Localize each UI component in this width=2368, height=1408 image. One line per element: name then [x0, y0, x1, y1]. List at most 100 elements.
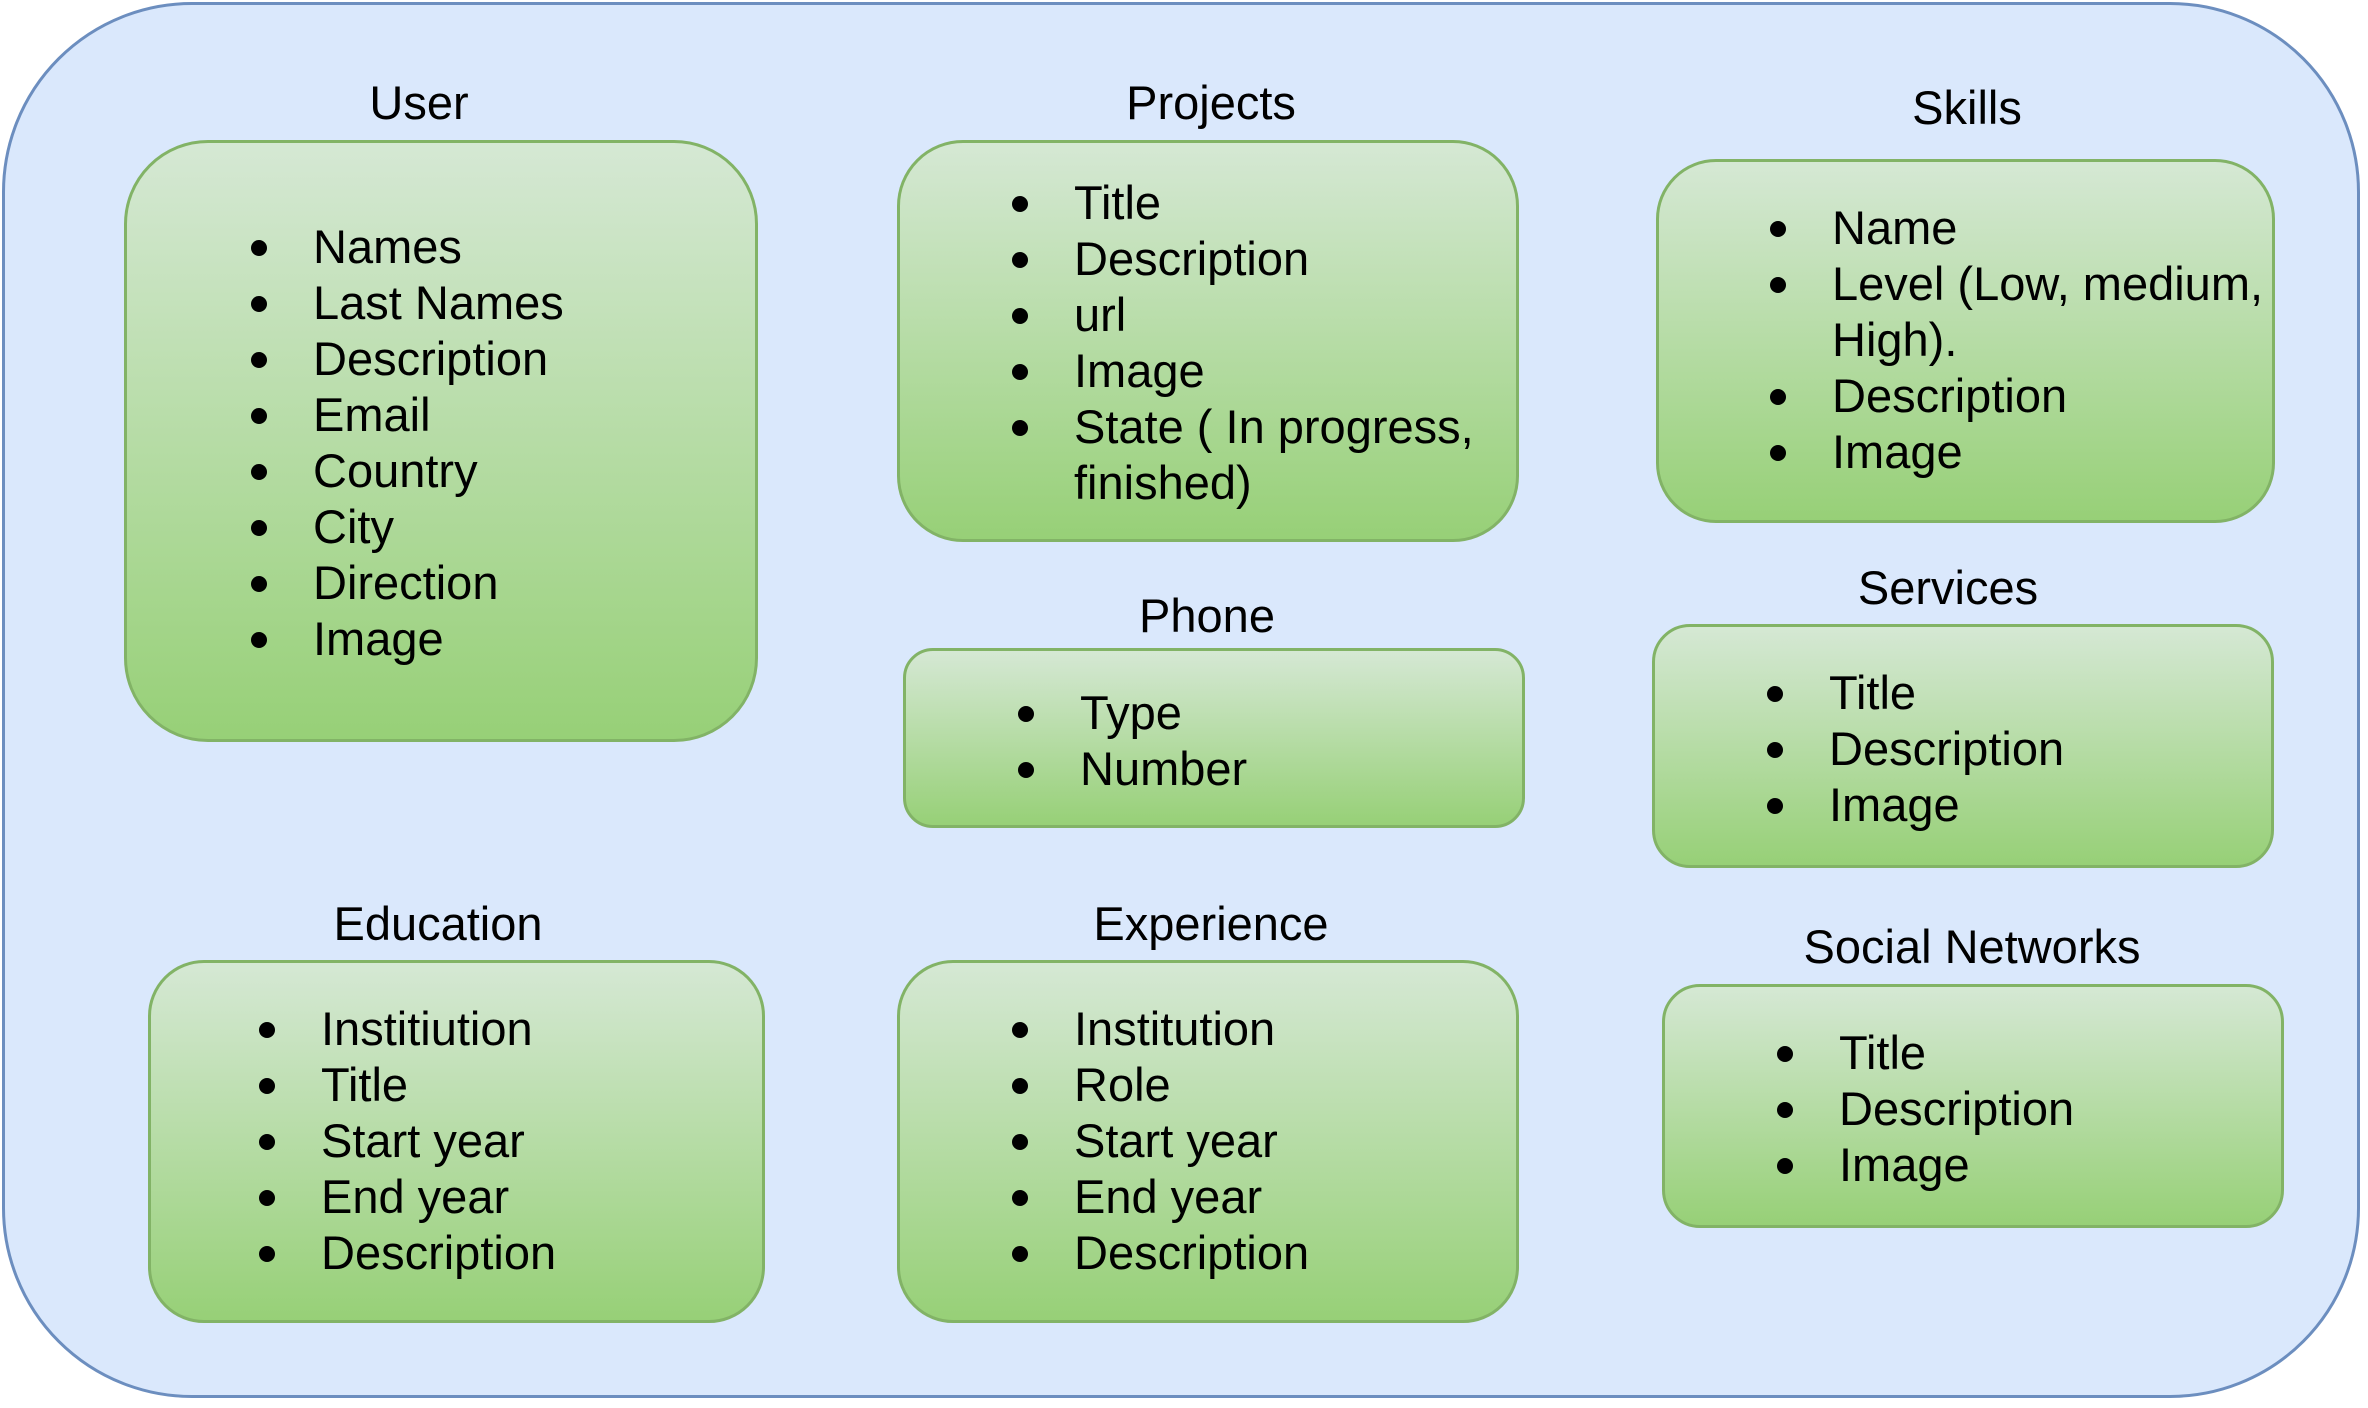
field-label: Names [313, 220, 462, 273]
list-item: Image [996, 343, 1474, 399]
bullet-icon [1012, 1190, 1028, 1206]
user-field-list: Names Last Names Description Email Count… [235, 219, 564, 667]
field-label: Description [1829, 722, 2065, 775]
list-item: Title [996, 175, 1474, 231]
list-item: Names [235, 219, 564, 275]
bullet-icon [251, 240, 267, 256]
bullet-icon [1777, 1046, 1793, 1062]
list-item: Title [243, 1057, 556, 1113]
field-label: Institution [1074, 1002, 1276, 1055]
field-label: Type [1080, 686, 1182, 739]
list-item: Last Names [235, 275, 564, 331]
list-item: End year [243, 1169, 556, 1225]
field-label: End year [1074, 1170, 1263, 1223]
list-item: Start year [243, 1113, 556, 1169]
field-label: End year [321, 1170, 510, 1223]
experience-field-list: Institution Role Start year End year Des… [996, 1001, 1309, 1281]
skills-field-list: Name Level (Low, medium, High). Descript… [1754, 200, 2263, 480]
field-label: Start year [1074, 1114, 1278, 1167]
list-item: Description [1751, 721, 2064, 777]
list-item: Title [1751, 665, 2064, 721]
field-label: Title [1839, 1026, 1927, 1079]
list-item: City [235, 499, 564, 555]
field-label: Country [313, 444, 478, 497]
field-label: Direction [313, 556, 499, 609]
list-item: Image [1751, 777, 2064, 833]
user-title: User [369, 76, 469, 129]
experience-title: Experience [1093, 897, 1329, 950]
field-label: Title [321, 1058, 409, 1111]
social-networks-title: Social Networks [1803, 920, 2141, 973]
field-label: Description [321, 1226, 557, 1279]
projects-entity-box: Title Description url Image State ( In p… [897, 140, 1519, 542]
field-label: City [313, 500, 394, 553]
bullet-icon [1012, 252, 1028, 268]
field-label: url [1074, 288, 1127, 341]
field-label: Description [313, 332, 549, 385]
bullet-icon [1012, 420, 1028, 436]
field-label: Role [1074, 1058, 1171, 1111]
list-item: Description [235, 331, 564, 387]
bullet-icon [1770, 389, 1786, 405]
projects-field-list: Title Description url Image State ( In p… [996, 175, 1474, 511]
experience-entity-box: Institution Role Start year End year Des… [897, 960, 1519, 1323]
user-entity-box: Names Last Names Description Email Count… [124, 140, 758, 742]
bullet-icon [1012, 1078, 1028, 1094]
list-item: State ( In progress, [996, 399, 1474, 455]
list-item: url [996, 287, 1474, 343]
phone-title: Phone [1139, 589, 1275, 642]
social-networks-entity-box: Title Description Image [1662, 984, 2284, 1228]
bullet-icon [251, 352, 267, 368]
list-item: Email [235, 387, 564, 443]
field-label: Number [1080, 742, 1248, 795]
bullet-icon [1770, 277, 1786, 293]
field-label: Image [1074, 344, 1205, 397]
field-label: Email [313, 388, 431, 441]
bullet-icon [1012, 1246, 1028, 1262]
bullet-icon [259, 1078, 275, 1094]
field-label: Institiution [321, 1002, 533, 1055]
list-item: Description [996, 1225, 1309, 1281]
list-item: Title [1761, 1025, 2074, 1081]
field-label: Description [1074, 1226, 1310, 1279]
field-label: Title [1829, 666, 1917, 719]
bullet-icon [251, 520, 267, 536]
bullet-icon [1777, 1158, 1793, 1174]
list-item: Description [243, 1225, 556, 1281]
list-item: Image [1761, 1137, 2074, 1193]
list-item: Start year [996, 1113, 1309, 1169]
bullet-icon [251, 632, 267, 648]
bullet-icon [259, 1134, 275, 1150]
phone-entity-box: Type Number [903, 648, 1525, 828]
bullet-icon [1012, 1022, 1028, 1038]
field-label: Level (Low, medium, [1832, 257, 2264, 310]
bullet-icon [1770, 221, 1786, 237]
field-label: State ( In progress, [1074, 400, 1474, 453]
list-item: Institution [996, 1001, 1309, 1057]
services-entity-box: Title Description Image [1652, 624, 2274, 868]
bullet-icon [1012, 308, 1028, 324]
bullet-icon [259, 1022, 275, 1038]
list-item: End year [996, 1169, 1309, 1225]
field-label: Description [1839, 1082, 2075, 1135]
list-item: Image [235, 611, 564, 667]
field-label: Image [313, 612, 444, 665]
field-label: Description [1832, 369, 2068, 422]
bullet-icon [1012, 1134, 1028, 1150]
projects-title: Projects [1126, 76, 1296, 129]
field-label: Description [1074, 232, 1310, 285]
field-label: Image [1829, 778, 1960, 831]
bullet-icon [251, 296, 267, 312]
education-entity-box: Institiution Title Start year End year D… [148, 960, 765, 1323]
list-item: Type [1002, 685, 1247, 741]
bullet-icon [259, 1190, 275, 1206]
list-item: Description [1761, 1081, 2074, 1137]
list-item: Description [1754, 368, 2263, 424]
field-label: Start year [321, 1114, 525, 1167]
bullet-icon [1012, 364, 1028, 380]
list-item: Description [996, 231, 1474, 287]
list-item-continuation: High). [1754, 312, 2263, 368]
list-item: Role [996, 1057, 1309, 1113]
field-label: High). [1832, 313, 1958, 366]
